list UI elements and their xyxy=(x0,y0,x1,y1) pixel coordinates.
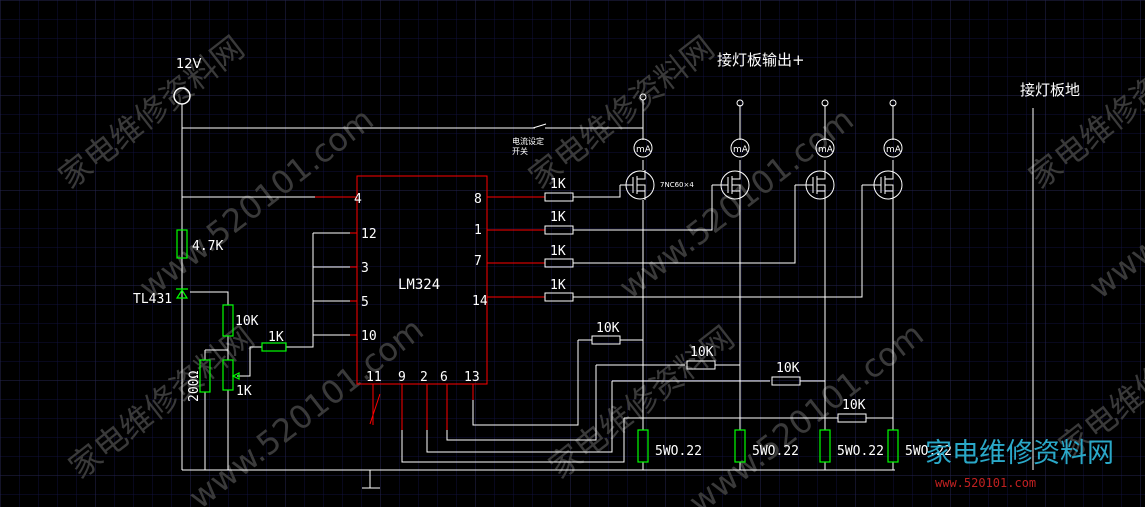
gate-resistor-label: 1K xyxy=(550,244,566,259)
ic-pin-label: 2 xyxy=(420,370,428,385)
ic-pin-label: 3 xyxy=(361,261,369,276)
lm324-ic: LM324 4 12 3 5 10 8 1 7 14 11 9 2 6 13 xyxy=(315,175,545,430)
sense-resistors xyxy=(591,335,867,423)
ic-pin-label: 5 xyxy=(361,295,369,310)
ic-pin-label: 14 xyxy=(472,294,488,309)
shunt-label: 5WO.22 xyxy=(752,444,799,459)
ammeter-label: mA xyxy=(636,145,652,155)
gate-resistor-label: 1K xyxy=(550,278,566,293)
resistor-10k xyxy=(222,304,234,337)
ic-name: LM324 xyxy=(398,277,440,293)
output-ground-label: 接灯板地 xyxy=(1020,81,1080,99)
potentiometer-1k xyxy=(222,359,234,391)
ic-pin-label: 6 xyxy=(440,370,448,385)
ic-pin-label: 11 xyxy=(366,370,382,385)
mosfet-icon xyxy=(795,170,835,200)
gate-resistor-label: 1K xyxy=(550,177,566,192)
tl431-label: TL431 xyxy=(133,292,172,307)
pot-1k-label: 1K xyxy=(236,384,252,399)
shunt-label: 5WO.22 xyxy=(837,444,884,459)
ic-pin-label: 10 xyxy=(361,329,377,344)
shunt-label: 5WO.22 xyxy=(905,444,952,459)
sense-resistor-label: 10K xyxy=(690,345,714,360)
mosfets xyxy=(620,170,903,200)
mosfet-icon xyxy=(862,170,903,200)
shunt-label: 5WO.22 xyxy=(655,444,702,459)
mosfet-note: 7NC60×4 xyxy=(660,181,694,189)
logo-url: www.520101.com xyxy=(935,476,1036,490)
supply-terminal xyxy=(173,87,191,105)
r-4k7-label: 4.7K xyxy=(192,239,223,254)
r-1k-label: 1K xyxy=(268,330,284,345)
gate-resistors xyxy=(544,192,574,302)
mosfet-icon xyxy=(712,170,750,200)
resistor-1k-feedback xyxy=(261,342,287,352)
resistor-200 xyxy=(199,359,211,393)
switch-label-line1: 电流设定 xyxy=(512,136,544,146)
site-logo: 家电维修资料网 www.520101.com xyxy=(925,438,1114,490)
ammeter-label: mA xyxy=(886,145,902,155)
ammeters xyxy=(633,138,903,158)
resistor-4k7 xyxy=(176,229,188,259)
sense-resistor-label: 10K xyxy=(596,321,620,336)
ic-pin-label: 12 xyxy=(361,227,377,242)
r-200-label: 200Ω xyxy=(187,371,202,402)
reference-network xyxy=(175,229,287,393)
output-positive-label: 接灯板输出+ xyxy=(717,51,805,69)
gate-resistor-label: 1K xyxy=(550,210,566,225)
potentiometer-wiper-icon xyxy=(231,372,240,380)
ammeter-label: mA xyxy=(733,145,749,155)
mosfet-icon xyxy=(620,170,655,200)
ic-pin-label: 13 xyxy=(464,370,480,385)
wires xyxy=(181,104,1034,489)
ammeter-label: mA xyxy=(818,145,834,155)
logo-text: 家电维修资料网 xyxy=(925,438,1114,469)
supply-label: 12V xyxy=(176,57,202,72)
switch-label-line2: 开关 xyxy=(512,146,528,156)
ic-pin-label: 8 xyxy=(474,192,482,207)
r-10k-label: 10K xyxy=(235,314,259,329)
output-terminals xyxy=(639,93,897,140)
ic-pin-label: 1 xyxy=(474,223,482,238)
shunt-resistors xyxy=(637,429,899,463)
sense-resistor-label: 10K xyxy=(842,398,866,413)
ic-pin-label: 7 xyxy=(474,254,482,269)
sense-resistor-label: 10K xyxy=(776,361,800,376)
ic-pin-label: 4 xyxy=(354,192,362,207)
tl431-zener-icon xyxy=(175,288,189,299)
current-setting-switch: 电流设定 开关 xyxy=(512,123,547,156)
ic-pin-label: 9 xyxy=(398,370,406,385)
